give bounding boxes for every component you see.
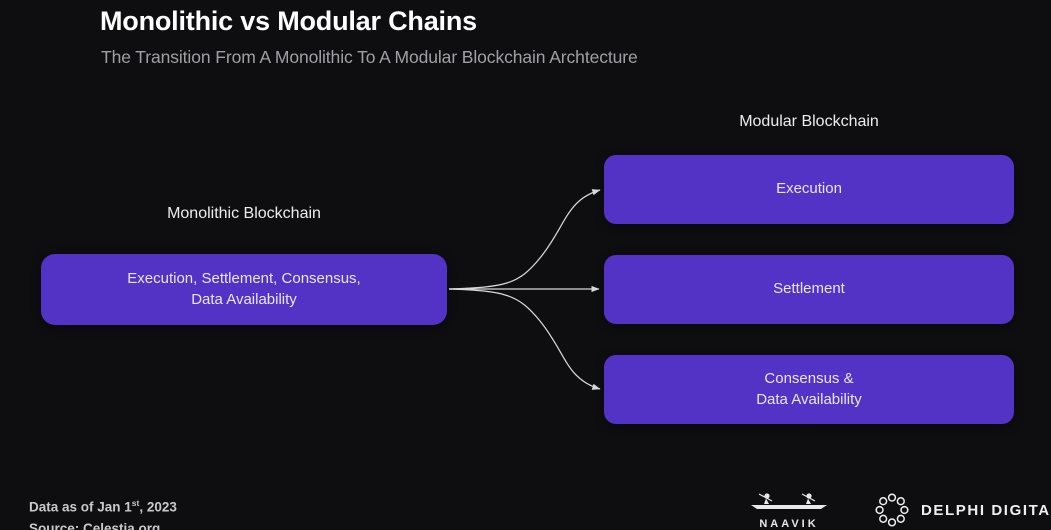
footer-notes: Data as of Jan 1st, 2023 Source: Celesti…: [29, 493, 177, 530]
node-monolithic-text: Execution, Settlement, Consensus, Data A…: [113, 269, 374, 310]
node-consensus-data-availability[interactable]: Consensus & Data Availability: [604, 355, 1014, 424]
node-monolithic-line1: Execution, Settlement, Consensus,: [127, 270, 361, 288]
node-consensus-text: Consensus & Data Availability: [742, 369, 876, 410]
node-settlement-line1: Settlement: [773, 280, 845, 298]
delphi-ring-icon: [875, 493, 909, 527]
naavik-logo: NAAVIK: [745, 490, 833, 530]
page-title: Monolithic vs Modular Chains: [100, 6, 477, 36]
delphi-digital-logo: DELPHI DIGITAL: [875, 493, 1051, 527]
logo-bar: NAAVIK DELPHI DIGITAL: [745, 486, 1051, 530]
delphi-wordmark: DELPHI DIGITAL: [921, 501, 1051, 519]
naavik-wordmark: NAAVIK: [759, 518, 819, 530]
footer-data-as-of: Data as of Jan 1st, 2023: [29, 493, 177, 518]
node-execution[interactable]: Execution: [604, 155, 1014, 224]
node-execution-text: Execution: [762, 179, 856, 199]
footer-data-suffix: , 2023: [139, 499, 177, 515]
monolithic-section-label: Monolithic Blockchain: [167, 205, 321, 222]
footer-data-prefix: Data as of Jan 1: [29, 499, 132, 515]
footer-data-sup: st: [131, 498, 140, 508]
node-consensus-line1: Consensus &: [764, 370, 854, 388]
arrow-to-execution: [448, 189, 601, 290]
node-monolithic-blockchain[interactable]: Execution, Settlement, Consensus, Data A…: [41, 254, 447, 325]
node-settlement-text: Settlement: [759, 279, 859, 299]
footer-source: Source: Celestia.org: [29, 520, 161, 530]
arrow-to-consensus: [448, 288, 601, 390]
node-settlement[interactable]: Settlement: [604, 255, 1014, 324]
canoe-icon: [751, 493, 827, 509]
modular-section-label: Modular Blockchain: [739, 113, 879, 130]
node-execution-line1: Execution: [776, 180, 842, 198]
node-consensus-line2: Data Availability: [756, 390, 862, 408]
node-monolithic-line2: Data Availability: [191, 290, 297, 308]
page-subtitle: The Transition From A Monolithic To A Mo…: [101, 47, 638, 67]
